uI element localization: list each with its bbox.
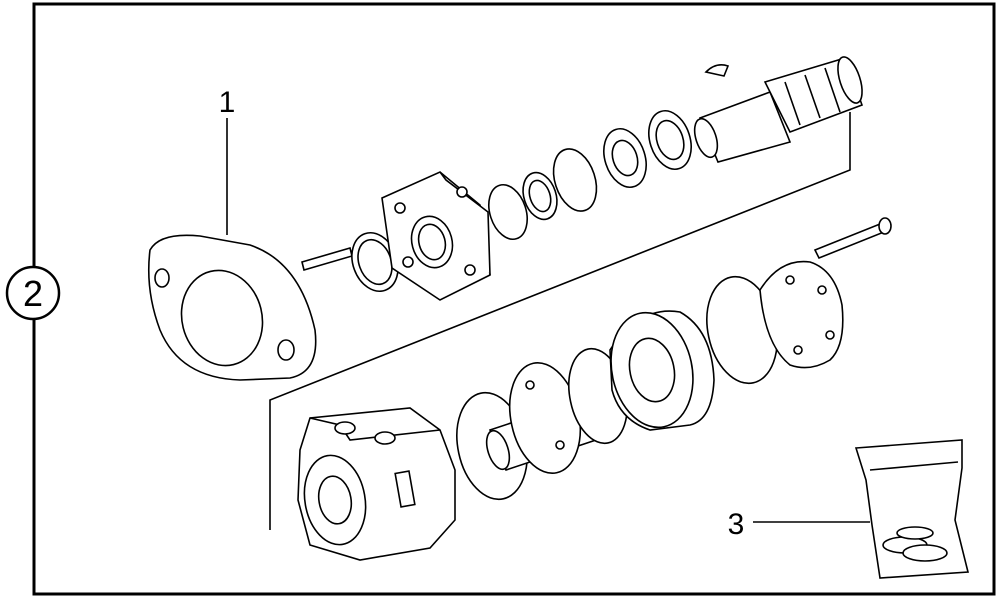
group-badge-label: 2 — [23, 273, 43, 314]
lower-motor-assembly — [297, 217, 892, 561]
assembly-bracket — [269, 112, 851, 530]
cover-plate — [147, 234, 317, 381]
callout-3: 3 — [728, 508, 870, 541]
callout-3-label: 3 — [728, 508, 745, 541]
upper-shaft-assembly — [301, 56, 864, 301]
callout-1-label: 1 — [219, 86, 236, 119]
callout-1: 1 — [219, 86, 236, 235]
group-badge: 2 — [5, 265, 61, 321]
seal-kit-bag — [854, 439, 970, 579]
